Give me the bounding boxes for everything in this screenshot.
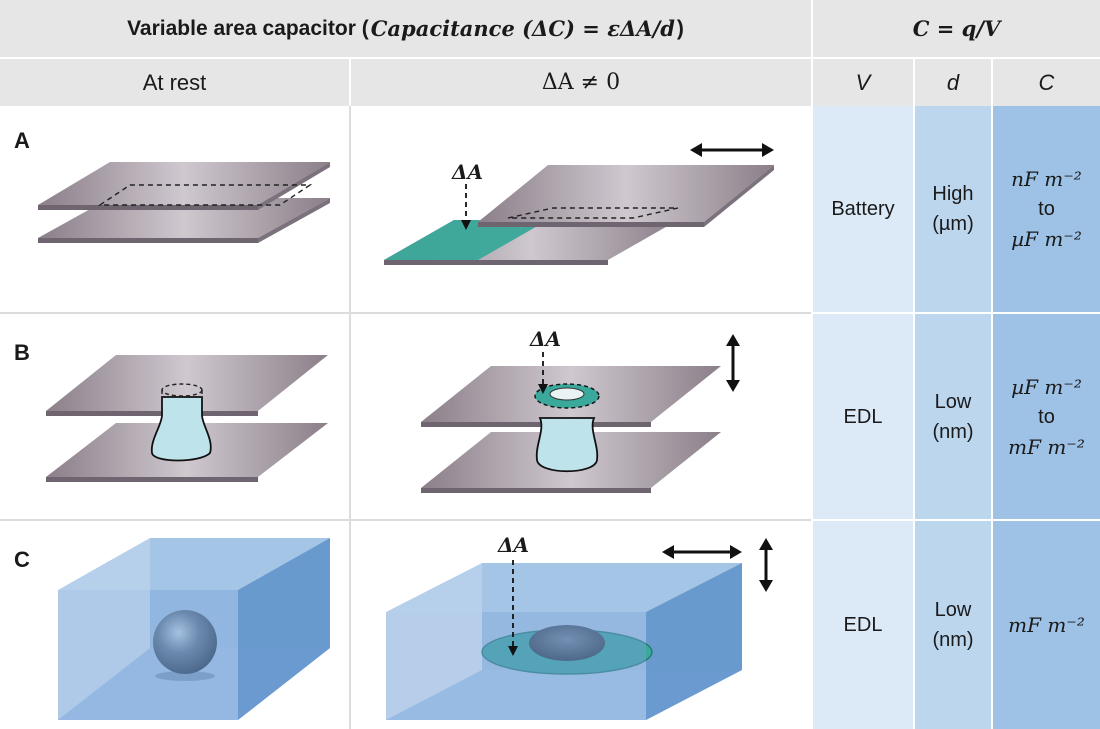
box-top [58, 538, 330, 590]
row-divider [813, 519, 1100, 521]
liquid-bridge [150, 396, 212, 462]
row-c-v: EDL [843, 614, 883, 636]
box-top [386, 563, 742, 612]
vertical-double-arrow [759, 538, 773, 592]
bottom-plate-shifted [384, 220, 678, 265]
title-formula: Capacitance (ΔC) = εΔA/d [370, 16, 675, 41]
row-b-c: µF m⁻² to mF m⁻² [1008, 374, 1085, 459]
row-divider [813, 312, 1100, 314]
horizontal-double-arrow [662, 545, 742, 559]
col-divider [349, 106, 351, 729]
col-header-at-rest: At rest [0, 59, 349, 106]
row-label-c: C [14, 547, 30, 572]
droplet-bridge-stretched [421, 334, 740, 493]
top-plate [38, 162, 330, 210]
row-divider [0, 519, 811, 521]
flattened-droplet-in-box [386, 538, 773, 720]
column-v-bg [813, 106, 913, 729]
row-b-v: EDL [843, 405, 883, 428]
row-a-d: High (µm) [932, 183, 974, 235]
col-v-label: V [855, 69, 871, 95]
title-prefix: Variable area capacitor ( [127, 16, 369, 40]
column-d-bg [915, 106, 991, 729]
header-cqv: C = q/V [813, 0, 1100, 57]
droplet-bridge-at-rest [46, 355, 328, 482]
row-a-c: nF m⁻² to µF m⁻² [1011, 167, 1082, 251]
overlap-outline [507, 207, 679, 219]
row-label-b: B [14, 340, 30, 365]
liquid-bridge [535, 417, 599, 473]
title-suffix: ) [676, 16, 684, 40]
box-right [238, 538, 330, 720]
column-c-bg [993, 106, 1100, 729]
delta-a-label-a: ΔA [452, 160, 484, 184]
row-c-c: mF m⁻² [1008, 613, 1085, 637]
horizontal-double-arrow [690, 143, 774, 157]
col-header-delta-a: ΔA ≠ 0 [351, 59, 811, 106]
col-header-d: d [915, 59, 991, 106]
sphere-in-box-at-rest [58, 538, 330, 720]
overlap-outline [97, 184, 313, 206]
col-delta-a-label: ΔA ≠ 0 [541, 70, 621, 95]
vertical-double-arrow [726, 334, 740, 392]
box-front [58, 590, 238, 720]
cqv-formula: C = q/V [912, 16, 1001, 41]
delta-a-label-b: ΔA [530, 327, 562, 351]
row-c-d: Low (nm) [932, 599, 974, 651]
parallel-plates-at-rest [38, 162, 330, 243]
box-right [646, 563, 742, 720]
col-header-v: V [813, 59, 913, 106]
col-c-label: C [1038, 69, 1055, 95]
col-d-label: d [946, 69, 960, 95]
row-a-v: Battery [831, 198, 895, 220]
col-header-c: C [993, 59, 1100, 106]
row-b-d: Low (nm) [932, 390, 974, 443]
row-label-a: A [14, 128, 30, 153]
top-plate [46, 355, 328, 416]
row-divider [0, 312, 811, 314]
box-front [386, 612, 646, 720]
col-at-rest-label: At rest [142, 69, 207, 95]
header-title: Variable area capacitor ( Capacitance (Δ… [0, 0, 811, 57]
shifted-plates [384, 143, 774, 265]
delta-a-label-c: ΔA [498, 533, 530, 557]
